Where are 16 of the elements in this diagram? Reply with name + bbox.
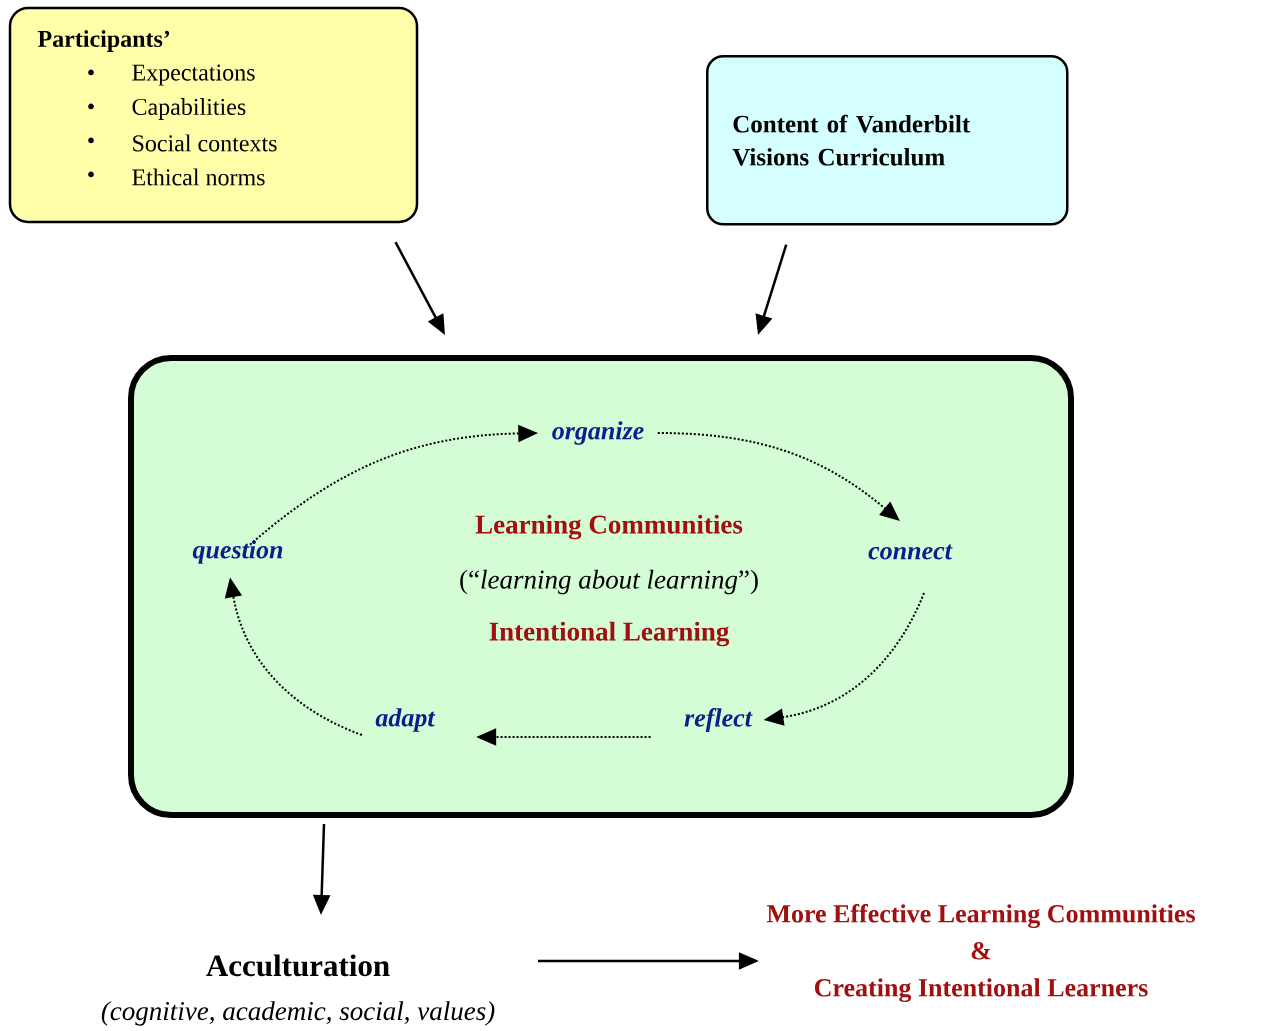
cycle-step: connect (868, 544, 953, 560)
content-box: Content of Vanderbilt Visions Curriculum (706, 55, 1069, 226)
outcome-text: Acculturation (cognitive, academic, social, values) (101, 954, 495, 1026)
bullet: • (88, 137, 94, 144)
bullet: • (88, 171, 94, 178)
cycle-step: reflect (684, 708, 753, 732)
center-title: Intentional Learning (489, 621, 730, 647)
result-text: More Effective Learning Communities & Creating Intentional Learners (766, 904, 1195, 1003)
bullet: • (88, 103, 94, 110)
center-title: Learning Communities (475, 514, 743, 540)
arrow (656, 432, 900, 521)
center-subtitle: (“learning about learning”) (460, 569, 758, 595)
bullet: • (88, 69, 94, 76)
cycle-step: organize (552, 421, 644, 445)
cycle-step: question (192, 540, 283, 564)
cycle-step: adapt (375, 708, 436, 732)
